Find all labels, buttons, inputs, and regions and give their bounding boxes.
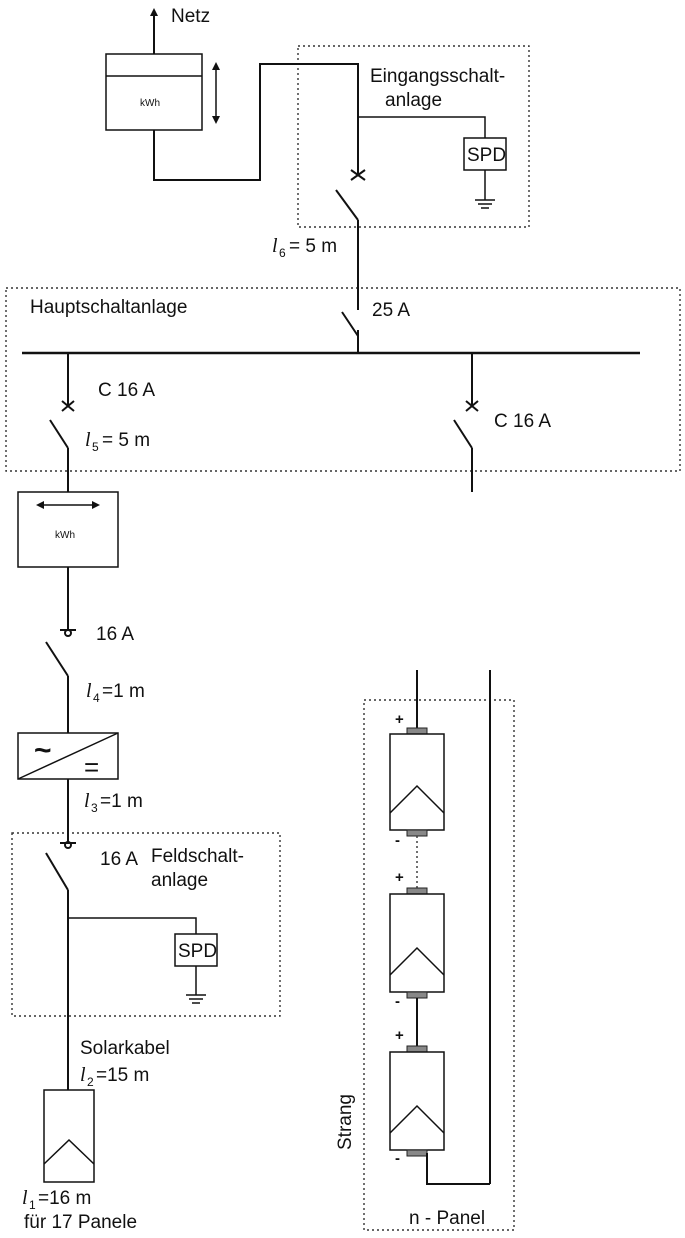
main-switch-rating: 25 A: [372, 300, 410, 321]
spd-top: [463, 137, 507, 171]
strang-enclosure: [363, 699, 515, 1231]
panel-count-label: für 17 Panele: [24, 1212, 137, 1233]
inverter-ac-symbol: ~: [34, 734, 52, 767]
spd-bottom-label: SPD: [178, 941, 217, 962]
inverter-dc-symbol: =: [84, 752, 99, 782]
n-panel-label: n - Panel: [409, 1208, 485, 1229]
svg-text:= 5 m: = 5 m: [289, 236, 337, 257]
svg-text:5: 5: [92, 440, 99, 454]
breaker-c16-right: [453, 400, 479, 449]
solarkabel-label: Solarkabel: [80, 1038, 170, 1059]
isolator-ac-label: 16 A: [96, 624, 134, 645]
isolator-dc: [45, 841, 76, 891]
svg-text:-: -: [395, 993, 400, 1010]
svg-text:l: l: [84, 790, 90, 812]
string-panel-3: [389, 1045, 445, 1157]
svg-text:=1 m: =1 m: [100, 791, 143, 812]
svg-text:=1 m: =1 m: [102, 681, 145, 702]
ground-icon-top: [475, 199, 495, 209]
string-panel-2: [389, 887, 445, 999]
eingangsschaltanlage-enclosure: [297, 45, 530, 228]
svg-text:3: 3: [91, 801, 98, 815]
svg-text:-: -: [395, 832, 400, 849]
spd-top-label: SPD: [467, 145, 506, 166]
eingangsschaltanlage-label: Eingangsschalt-: [370, 66, 505, 87]
svg-text:-: -: [395, 1150, 400, 1167]
kwh-meter-top-label: kWh: [140, 98, 160, 109]
ground-icon-bottom: [186, 994, 206, 1004]
feldschaltanlage-enclosure: [11, 832, 281, 1017]
svg-text:1: 1: [29, 1198, 36, 1212]
isolator-dc-label: 16 A: [100, 849, 138, 870]
hauptschaltanlage-label: Hauptschaltanlage: [30, 297, 187, 318]
wire-meter-to-input: [153, 63, 359, 181]
isolator-ac: [45, 629, 76, 677]
svg-text:l: l: [22, 1187, 28, 1209]
netz-label: Netz: [171, 6, 210, 27]
svg-text:= 5 m: = 5 m: [102, 430, 150, 451]
kwh-meter-pv-label: kWh: [55, 530, 75, 541]
svg-text:=16 m: =16 m: [38, 1188, 91, 1209]
svg-text:l: l: [80, 1064, 86, 1086]
svg-text:2: 2: [87, 1075, 94, 1089]
svg-text:4: 4: [93, 691, 100, 705]
solar-panel-single: [43, 1089, 95, 1183]
breaker-c16-right-label: C 16 A: [494, 411, 551, 432]
svg-text:+: +: [395, 1027, 404, 1044]
wire-to-spd-bottom: [68, 917, 197, 934]
kwh-meter-top: [105, 53, 203, 131]
feldschaltanlage-label: Feldschalt-: [151, 846, 244, 867]
svg-text:anlage: anlage: [151, 870, 208, 891]
svg-text:+: +: [395, 711, 404, 728]
breaker-input: [335, 169, 366, 221]
string-panel-1: [389, 727, 445, 837]
wire-to-spd-top: [358, 116, 486, 138]
svg-text:l: l: [272, 235, 278, 257]
svg-text:l: l: [85, 429, 91, 451]
strang-label: Strang: [335, 1094, 356, 1150]
main-switch: [341, 311, 359, 353]
svg-text:+: +: [395, 869, 404, 886]
breaker-c16-left-label: C 16 A: [98, 380, 155, 401]
svg-text:=15 m: =15 m: [96, 1065, 149, 1086]
hauptschaltanlage-enclosure: [5, 287, 681, 472]
breaker-c16-left: [49, 400, 75, 449]
svg-text:anlage: anlage: [385, 90, 442, 111]
svg-text:6: 6: [279, 246, 286, 260]
svg-text:l: l: [86, 680, 92, 702]
